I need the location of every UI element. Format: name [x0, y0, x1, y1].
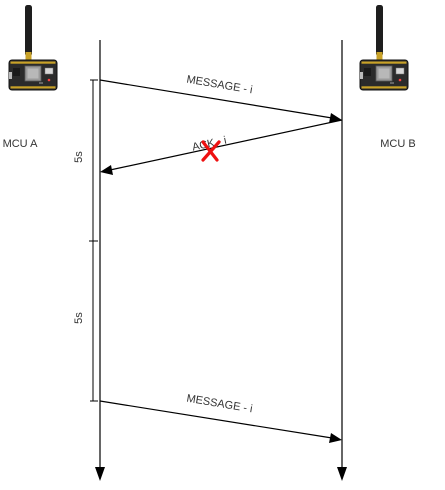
timeout-label-2: 5s	[73, 312, 85, 324]
ack-arrow-head	[100, 165, 113, 175]
participant-a-label: MCU A	[3, 138, 39, 150]
x-mark-icon	[201, 140, 221, 162]
ack-arrow	[109, 119, 343, 171]
mcu-a-antenna	[25, 5, 32, 56]
lifeline-b-arrowhead	[337, 467, 347, 481]
timeout-bracket	[89, 79, 98, 402]
mcu-b-device	[359, 5, 409, 91]
mcu-b-antenna	[376, 5, 383, 56]
message-arrow-1	[99, 79, 333, 119]
mcu-a-device	[8, 5, 58, 91]
message-arrow-2-head	[329, 433, 342, 443]
message-label-1: MESSAGE - i	[186, 74, 254, 97]
lora-board-icon	[359, 59, 409, 91]
timeout-label-1: 5s	[73, 151, 85, 163]
participant-b-label: MCU B	[380, 138, 415, 150]
message-label-2: MESSAGE - i	[186, 393, 254, 416]
message-arrow-2	[99, 400, 333, 439]
lifeline-a-arrowhead	[95, 467, 105, 481]
lora-board-icon	[8, 59, 58, 91]
